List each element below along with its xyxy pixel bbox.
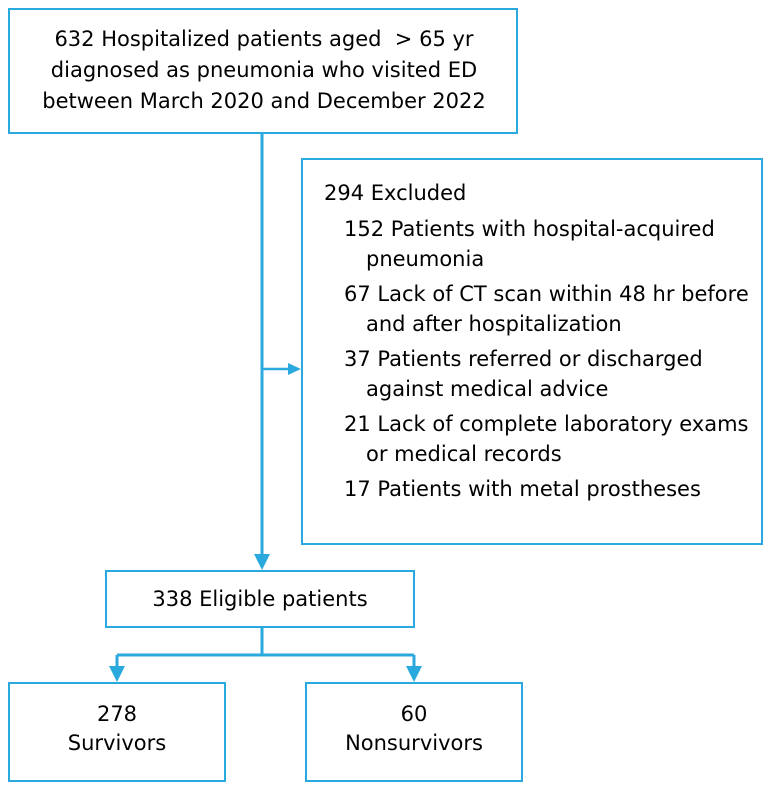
survivors-label: 278 Survivors [67, 702, 167, 755]
list-item: 152 Patients with hospital-acquired pneu… [344, 217, 715, 271]
list-item: 17 Patients with metal prostheses [344, 477, 701, 501]
excluded-title: 294 Excluded [324, 181, 467, 205]
nonsurvivors-box [305, 682, 523, 782]
eligible-box [105, 570, 415, 628]
list-item: 21 Lack of complete laboratory exams or … [344, 412, 749, 466]
nonsurvivors-label: 60 Nonsurvivors [345, 702, 483, 755]
enrolled-box [8, 8, 518, 134]
excluded-reason-list: 152 Patients with hospital-acquired pneu… [324, 214, 754, 509]
eligible-label: 338 Eligible patients [152, 587, 368, 611]
list-item: 37 Patients referred or discharged again… [344, 347, 703, 401]
survivors-box [8, 682, 226, 782]
enrolled-label: 632 Hospitalized patients aged > 65 yr d… [42, 27, 486, 113]
list-item: 67 Lack of CT scan within 48 hr before a… [344, 282, 749, 336]
excluded-box [301, 158, 763, 545]
